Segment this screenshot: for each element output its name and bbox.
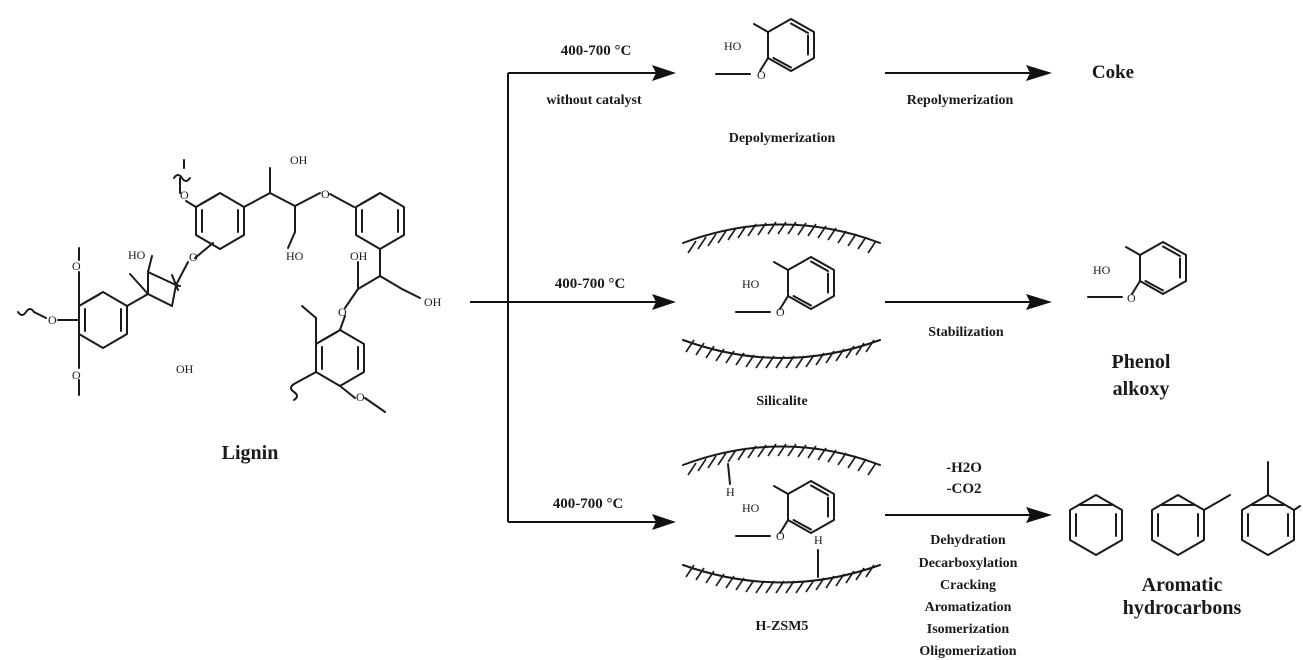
lignin-oh-1: HO (128, 248, 146, 262)
guaiacol-top-ho: HO (724, 39, 742, 53)
temp-label-middle: 400-700 °C (555, 276, 626, 292)
lignin-o-6: O (48, 313, 57, 327)
lignin-o-4: O (338, 305, 347, 319)
lignin-o-5: O (72, 259, 81, 273)
hydrocarbons-label: hydrocarbons (1123, 597, 1242, 619)
guaiacol-hzsm5-o: O (776, 529, 785, 543)
lignin-o-2: O (189, 250, 198, 264)
guaiacol-silicalite-ho: HO (742, 277, 760, 291)
benzene-icon (1069, 494, 1123, 556)
no-catalyst-label: without catalyst (546, 93, 642, 108)
ring-b (195, 192, 245, 250)
hzsm5-label: H-ZSM5 (756, 619, 809, 634)
hzsm5-h-top: H (726, 485, 735, 499)
guaiacol-hzsm5-ho: HO (742, 501, 760, 515)
reaction-dehydration: Dehydration (930, 533, 1006, 548)
stabilization-label: Stabilization (928, 325, 1004, 340)
hzsm5-h-bottom: H (814, 533, 823, 547)
phenol-label: Phenol (1112, 351, 1171, 373)
coke-label: Coke (1092, 62, 1134, 83)
xylene-icon (1241, 494, 1295, 556)
guaiacol-silicalite-o: O (776, 305, 785, 319)
silicalite-label: Silicalite (756, 394, 807, 409)
silicalite-pore-icon (682, 221, 881, 369)
reaction-decarboxylation: Decarboxylation (919, 556, 1018, 571)
ring-d (315, 329, 365, 387)
reaction-aromatization: Aromatization (925, 600, 1012, 615)
lignin-structure (17, 159, 421, 413)
branch-lines (470, 65, 676, 530)
depolymerization-label: Depolymerization (729, 131, 836, 146)
lignin-o-7: O (72, 368, 81, 382)
lignin-o-1: O (180, 188, 189, 202)
lignin-oh-6: OH (424, 295, 442, 309)
loss-h2o-label: -H2O (946, 460, 982, 476)
xylene-methyl-1 (1293, 505, 1301, 511)
ring-a (78, 291, 128, 349)
lignin-label: Lignin (222, 442, 279, 464)
toluene-icon (1151, 494, 1205, 556)
hzsm5-pore-icon (682, 443, 881, 594)
temp-label-top: 400-700 °C (561, 43, 632, 59)
toluene-methyl (1203, 494, 1231, 511)
reaction-isomerization: Isomerization (927, 622, 1010, 637)
guaiacol-top-o: O (757, 68, 766, 82)
lignin-oh-4: HO (286, 249, 304, 263)
lignin-o-8: O (356, 390, 365, 404)
ring-c (355, 192, 405, 250)
lignin-oh-3: OH (290, 153, 308, 167)
reaction-oligomerization: Oligomerization (919, 644, 1016, 659)
lignin-o-3: O (321, 187, 330, 201)
loss-co2-label: -CO2 (947, 481, 982, 497)
guaiacol-product-ho: HO (1093, 263, 1111, 277)
alkoxy-label: alkoxy (1113, 378, 1170, 400)
lignin-oh-5: OH (350, 249, 368, 263)
repolymerization-label: Repolymerization (907, 93, 1014, 108)
reaction-cracking: Cracking (940, 578, 996, 593)
guaiacol-product-o: O (1127, 291, 1136, 305)
aromatic-label: Aromatic (1142, 574, 1223, 596)
lignin-oh-2: OH (176, 362, 194, 376)
temp-label-bottom: 400-700 °C (553, 496, 624, 512)
